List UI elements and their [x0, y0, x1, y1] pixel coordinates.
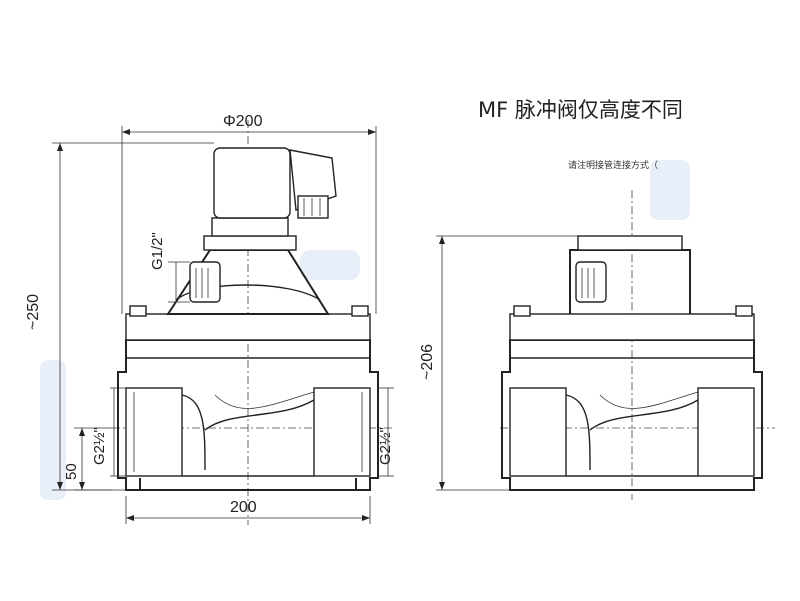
left-cable-gland: [297, 195, 329, 219]
left-pilot-fitting: [189, 261, 221, 303]
dim-axis-height: 50: [63, 463, 80, 480]
left-solenoid-neck: [211, 217, 289, 237]
left-solenoid-base: [203, 235, 297, 251]
left-flange-plate: [125, 313, 371, 341]
right-bolt-2: [735, 305, 753, 317]
right-outlet-port: [697, 387, 755, 477]
left-bolt-1: [129, 305, 147, 317]
left-bolt-2: [351, 305, 369, 317]
note-text: 请注明接管连接方式（: [568, 161, 659, 171]
page-title: MF 脉冲阀仅高度不同: [478, 98, 683, 122]
left-solenoid-coil: [213, 147, 291, 219]
left-valve-view: Φ200 ~250 G1/2" G2½" G2½" 50 200: [25, 113, 395, 525]
right-bonnet-cap: [577, 235, 683, 251]
right-bolt-1: [513, 305, 531, 317]
dim-height-left: ~250: [25, 294, 42, 330]
left-body-outline: [117, 339, 379, 491]
left-outlet-port: [313, 387, 371, 477]
dim-port-right: G2½": [377, 427, 394, 465]
dim-base-width: 200: [230, 499, 257, 516]
right-body-outline: [501, 339, 763, 491]
right-flange-plate: [509, 313, 755, 341]
dim-top-width: Φ200: [223, 113, 263, 130]
watermark: [40, 160, 690, 500]
left-inlet-port: [125, 387, 183, 477]
dim-port-left: G2½": [91, 427, 108, 465]
left-solenoid-connector: [289, 149, 337, 211]
right-valve-view: ~206: [419, 190, 775, 500]
right-pilot-fitting: [575, 261, 607, 303]
right-inlet-port: [509, 387, 567, 477]
dim-pilot-thread: G1/2": [149, 232, 166, 270]
dim-height-right: ~206: [419, 344, 436, 380]
